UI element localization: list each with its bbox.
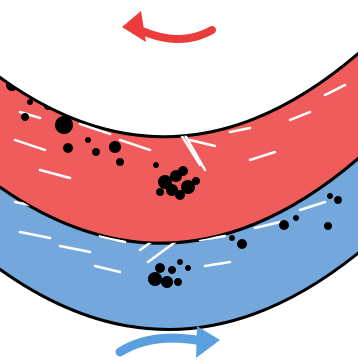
particle [229, 235, 235, 241]
streak [150, 106, 170, 112]
streak [300, 70, 320, 76]
particle [27, 99, 33, 105]
particle [155, 263, 165, 273]
streak [210, 96, 240, 100]
curved-arrow-left-icon [140, 30, 212, 39]
particle [109, 141, 121, 153]
particle [161, 276, 173, 288]
particle [156, 188, 164, 196]
particle [153, 162, 159, 168]
particle [116, 158, 124, 166]
upper-flow-arrow [122, 11, 212, 42]
particle [185, 265, 191, 271]
particle [92, 148, 100, 156]
particle [237, 239, 247, 249]
particle [174, 278, 182, 286]
particle [148, 272, 162, 286]
particle [55, 116, 73, 134]
streak [100, 102, 130, 112]
arrow-head-left [122, 11, 146, 42]
particle [324, 222, 332, 230]
particle [63, 143, 73, 153]
particle [21, 113, 29, 121]
particle [327, 193, 333, 199]
particle [293, 215, 299, 221]
particle [177, 259, 183, 265]
particle [334, 196, 342, 204]
particle [175, 190, 185, 200]
particle [192, 177, 200, 185]
particle [168, 266, 176, 274]
particle [279, 220, 289, 230]
curved-arrow-right-icon [120, 338, 196, 352]
particle [85, 137, 91, 143]
streak [260, 96, 280, 100]
streak [60, 90, 90, 100]
arrow-head-right [196, 326, 220, 358]
particle [178, 166, 188, 176]
